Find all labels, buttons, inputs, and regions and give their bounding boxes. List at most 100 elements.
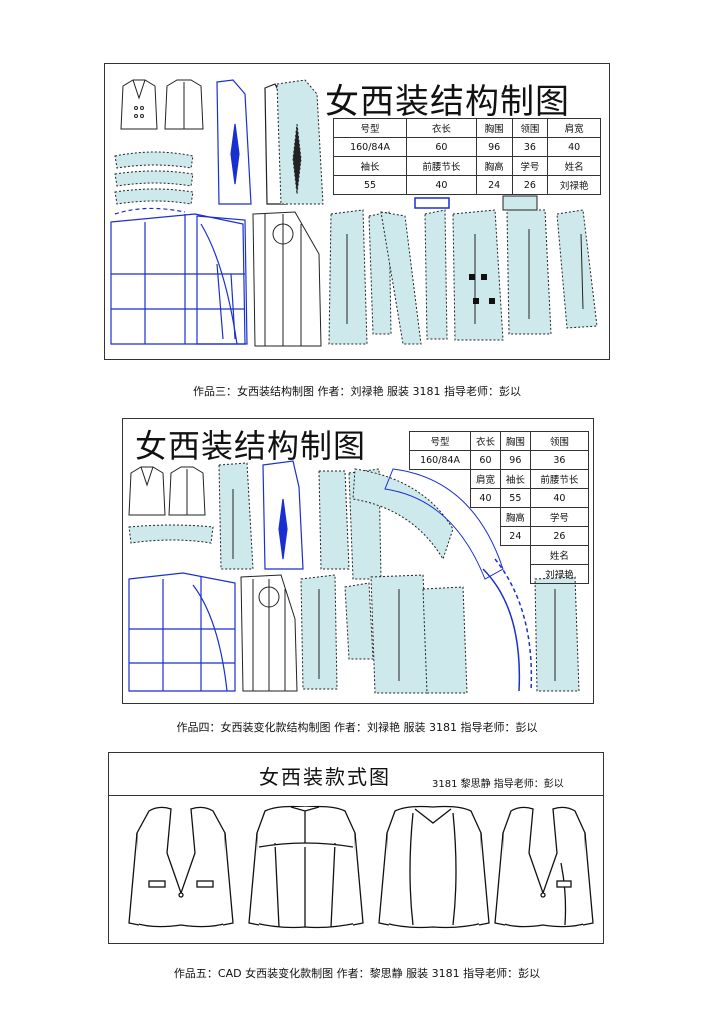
spec-cell: 前腰节长 <box>406 156 477 176</box>
spec-cell: 肩宽 <box>547 118 601 138</box>
draft-grid-center <box>240 574 298 692</box>
spec-cell: 胸围 <box>475 118 513 138</box>
spec-cell: 前腰节长 <box>529 469 590 489</box>
work5-subtitle: 3181 黎思静 指导老师：彭以 <box>432 779 564 790</box>
spec-row: 姓名 <box>410 545 590 565</box>
spec-cell-empty <box>410 565 471 584</box>
work4-title: 女西装结构制图 <box>135 427 367 465</box>
spec-cell-empty <box>410 489 471 508</box>
spec-cell: 40 <box>547 137 601 157</box>
work4-caption: 作品四：女西装变化款结构制图 作者：刘禄艳 服装 3181 指导老师：彭以 <box>176 721 538 734</box>
jacket-back-sketch <box>168 466 206 516</box>
spec-cell: 号型 <box>408 431 472 451</box>
jacket-front-sketch <box>128 466 166 516</box>
spec-cell: 96 <box>499 450 531 470</box>
jacket-front-variant-illustration <box>494 806 594 928</box>
spec-cell-empty <box>471 565 501 584</box>
spec-cell: 胸高 <box>499 507 531 527</box>
draft-grid-left <box>110 207 246 345</box>
spec-cell: 160/84A <box>408 450 472 470</box>
draft-curve-right <box>482 558 533 692</box>
grain-lines <box>232 489 556 681</box>
spec-cell-empty <box>500 565 530 584</box>
spec-cell: 60 <box>470 450 501 470</box>
notch-marks <box>469 274 495 304</box>
spec-cell: 96 <box>475 137 513 157</box>
work5-title: 女西装款式图 <box>259 765 391 789</box>
work5-drawing <box>128 805 594 929</box>
spec-row: 肩宽袖长前腰节长 <box>410 469 590 489</box>
spec-cell: 40 <box>470 488 501 508</box>
spec-cell: 24 <box>499 526 531 546</box>
spec-cell-empty <box>471 546 501 565</box>
spec-cell: 袖长 <box>332 156 408 176</box>
spec-cell: 衣长 <box>470 431 501 451</box>
spec-cell: 领围 <box>511 118 549 138</box>
work3-drawing <box>110 79 598 347</box>
spec-cell: 胸围 <box>499 431 531 451</box>
work3-caption: 作品三：女西装结构制图 作者：刘禄艳 服装 3181 指导老师：彭以 <box>193 385 521 398</box>
spec-cell: 肩宽 <box>470 469 501 489</box>
spec-cell: 36 <box>529 450 590 470</box>
pattern-pieces-lower <box>328 209 598 345</box>
spec-cell-empty <box>410 470 471 489</box>
work4-drawing <box>128 460 580 694</box>
pattern-pieces-upper <box>218 462 504 580</box>
spec-cell: 160/84A <box>332 137 408 157</box>
work5-caption: 作品五：CAD 女西装变化款制图 作者：黎思静 服装 3181 指导老师：彭以 <box>173 967 541 980</box>
spec-row: 胸高学号 <box>410 507 590 527</box>
spec-row: 袖长前腰节长胸高学号姓名 <box>332 156 601 176</box>
spec-cell: 55 <box>499 488 531 508</box>
spec-cell: 55 <box>332 175 408 195</box>
spec-cell-empty <box>471 508 501 527</box>
spec-cell: 26 <box>529 526 590 546</box>
spec-cell: 24 <box>475 175 513 195</box>
spec-cell: 胸高 <box>475 156 513 176</box>
draft-front <box>262 460 304 570</box>
draft-grid-center <box>252 211 322 347</box>
spec-cell: 26 <box>511 175 549 195</box>
spec-cell: 学号 <box>511 156 549 176</box>
jacket-back-sketch <box>164 79 204 130</box>
jacket-lining-front-illustration <box>378 805 490 929</box>
spec-cell: 姓名 <box>547 156 601 176</box>
spec-cell-empty <box>500 546 530 565</box>
spec-cell: 袖长 <box>499 469 531 489</box>
spec-cell: 学号 <box>529 507 590 527</box>
spec-cell: 姓名 <box>529 545 590 565</box>
spec-cell-empty <box>471 527 501 546</box>
collar-strip <box>128 524 214 544</box>
spec-cell: 号型 <box>332 118 408 138</box>
spec-cell: 领围 <box>529 431 590 451</box>
spec-row: 号型衣长胸围领围肩宽 <box>332 118 601 138</box>
draft-grid-mid <box>196 215 248 345</box>
spec-row: 号型衣长胸围领围 <box>408 431 590 451</box>
spec-cell: 60 <box>406 137 477 157</box>
front-draft-pieces <box>216 79 288 205</box>
pattern-pieces-lower <box>300 574 580 694</box>
spec-row: 刘禄艳 <box>410 564 590 584</box>
jacket-back-illustration <box>248 805 364 929</box>
spec-cell: 36 <box>511 137 549 157</box>
pattern-piece-topstrip <box>414 195 538 211</box>
work3-title: 女西装结构制图 <box>325 82 570 122</box>
work5-title-bar: 女西装款式图 3181 黎思静 指导老师：彭以 <box>109 753 603 796</box>
draft-grid-left <box>128 572 236 692</box>
spec-cell: 40 <box>406 175 477 195</box>
jacket-front-sketch <box>120 79 158 130</box>
jacket-front-illustration <box>128 806 234 928</box>
spec-cell: 刘禄艳 <box>547 175 601 195</box>
spec-cell: 刘禄艳 <box>529 564 590 584</box>
work5-panel: 女西装款式图 3181 黎思静 指导老师：彭以 <box>108 752 604 944</box>
spec-cell: 40 <box>529 488 590 508</box>
spec-cell-empty <box>410 527 471 546</box>
